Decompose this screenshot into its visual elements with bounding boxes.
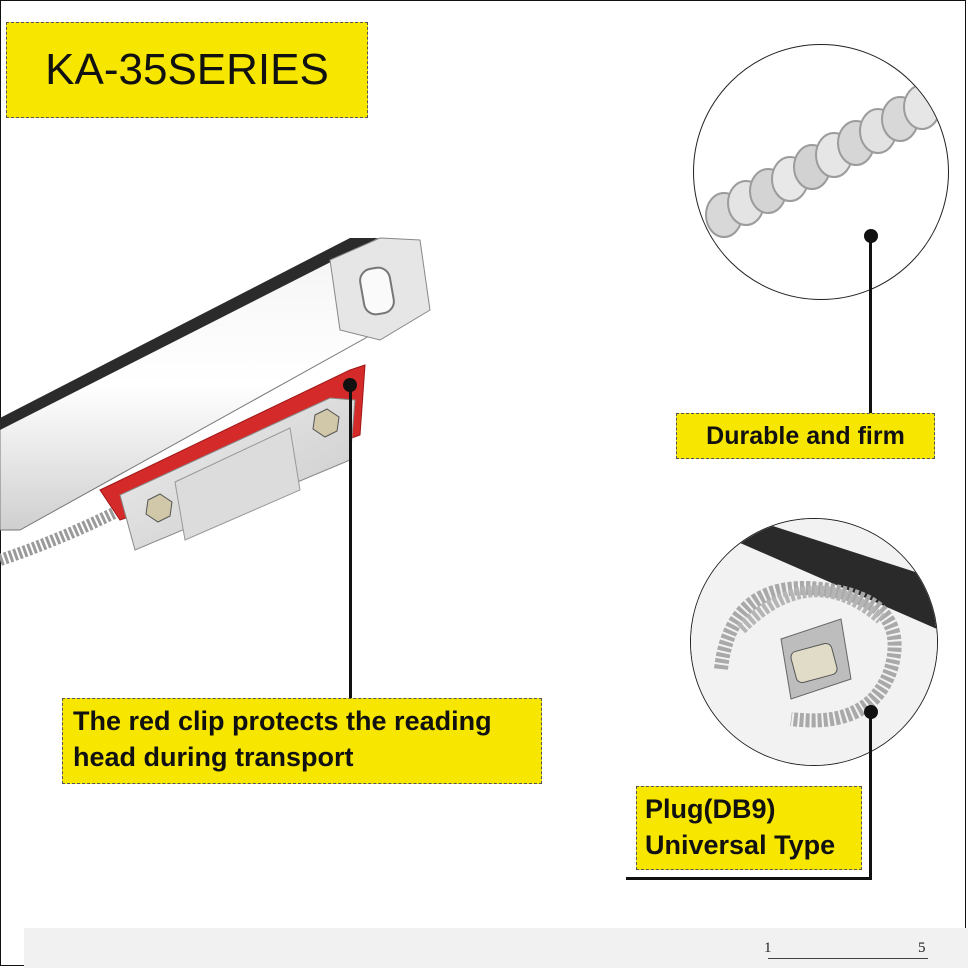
- bottom-diagram-strip: [24, 928, 968, 968]
- series-title: KA-35SERIES: [6, 22, 368, 118]
- pin-marker-line: [768, 958, 928, 959]
- db9-plug-image: [691, 519, 937, 765]
- plug-label-line2: Universal Type: [645, 830, 836, 860]
- red-clip-label: The red clip protects the reading head d…: [62, 698, 542, 784]
- durable-callout-line: [869, 236, 872, 413]
- clip-callout-dot: [343, 378, 357, 392]
- durable-label: Durable and firm: [676, 413, 935, 459]
- red-clip-label-line2: head during transport: [73, 742, 354, 772]
- pin-marker-right: 5: [918, 940, 926, 956]
- plug-label-line1: Plug(DB9): [645, 794, 776, 824]
- spring-cable-image: [705, 84, 941, 238]
- plug-detail-circle: [690, 518, 938, 766]
- linear-scale-illustration: [0, 237, 431, 566]
- clip-callout-line: [349, 386, 352, 698]
- red-clip-label-line1: The red clip protects the reading: [73, 706, 492, 736]
- plug-callout-underline: [626, 877, 872, 880]
- plug-callout-line: [869, 712, 872, 880]
- pin-marker-left: 1: [764, 940, 772, 956]
- plug-label: Plug(DB9) Universal Type: [636, 786, 862, 870]
- cable-detail-circle: [693, 44, 949, 300]
